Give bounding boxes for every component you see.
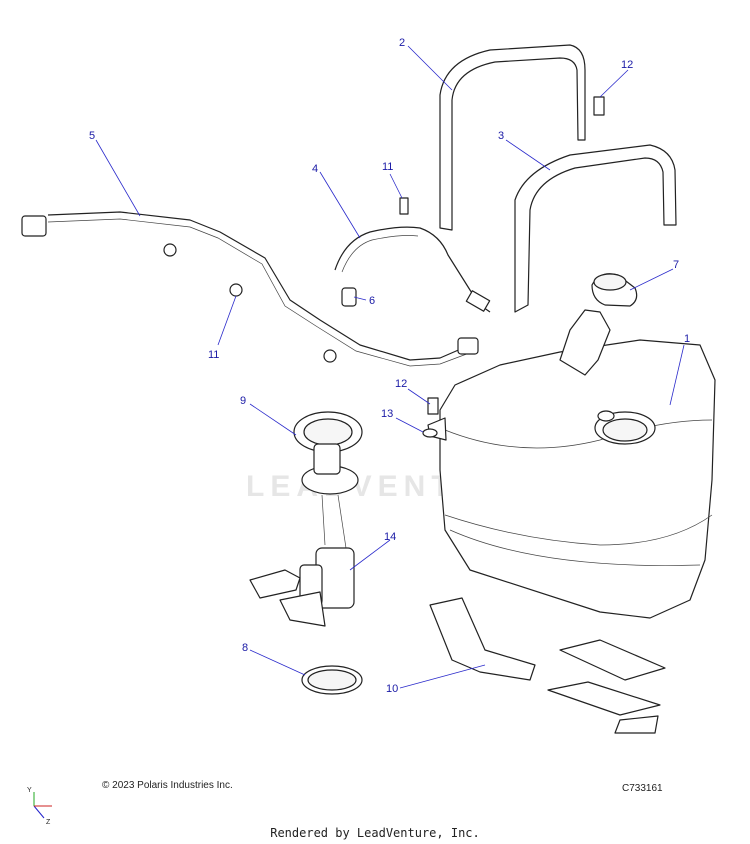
callout-11a: 11 [208, 349, 219, 361]
tank-strap-3[interactable] [514, 144, 677, 313]
callout-11b: 11 [382, 161, 393, 173]
rendered-by-text: Rendered by LeadVenture, Inc. [270, 826, 480, 840]
washer[interactable] [422, 428, 438, 438]
fuel-cap[interactable] [591, 273, 638, 307]
callout-13: 13 [381, 408, 393, 420]
diagram-code: C733161 [622, 783, 663, 794]
callout-14: 14 [384, 531, 396, 543]
callout-3: 3 [498, 130, 504, 142]
callout-10: 10 [386, 683, 398, 695]
callout-8: 8 [242, 642, 248, 654]
tank-strap-2[interactable] [439, 44, 586, 231]
callout-12b: 12 [395, 378, 407, 390]
callouts: 1 2 3 4 5 6 7 8 9 10 11 11 12 12 13 14 [89, 37, 690, 695]
pad[interactable] [429, 597, 666, 734]
copyright-text: © 2023 Polaris Industries Inc. [102, 780, 233, 791]
fuel-pump[interactable] [249, 443, 359, 627]
fitting[interactable] [341, 287, 357, 307]
fuel-line[interactable] [21, 211, 479, 367]
callout-4: 4 [312, 163, 318, 175]
axis-y-label: Y [27, 787, 32, 794]
axis-triad: Y Z [27, 787, 52, 826]
callout-12a: 12 [621, 59, 633, 71]
callout-5: 5 [89, 130, 95, 142]
bolt[interactable] [399, 96, 605, 415]
lock-ring[interactable] [293, 411, 363, 453]
axis-z-label: Z [46, 819, 51, 826]
callout-6: 6 [369, 295, 375, 307]
fuel-tank[interactable] [427, 309, 716, 619]
callout-9: 9 [240, 395, 246, 407]
callout-1: 1 [684, 333, 690, 345]
leader-lines [95, 45, 685, 689]
callout-7: 7 [673, 259, 679, 271]
vent-hose[interactable] [334, 226, 491, 313]
callout-2: 2 [399, 37, 405, 49]
clamp[interactable] [163, 243, 337, 363]
